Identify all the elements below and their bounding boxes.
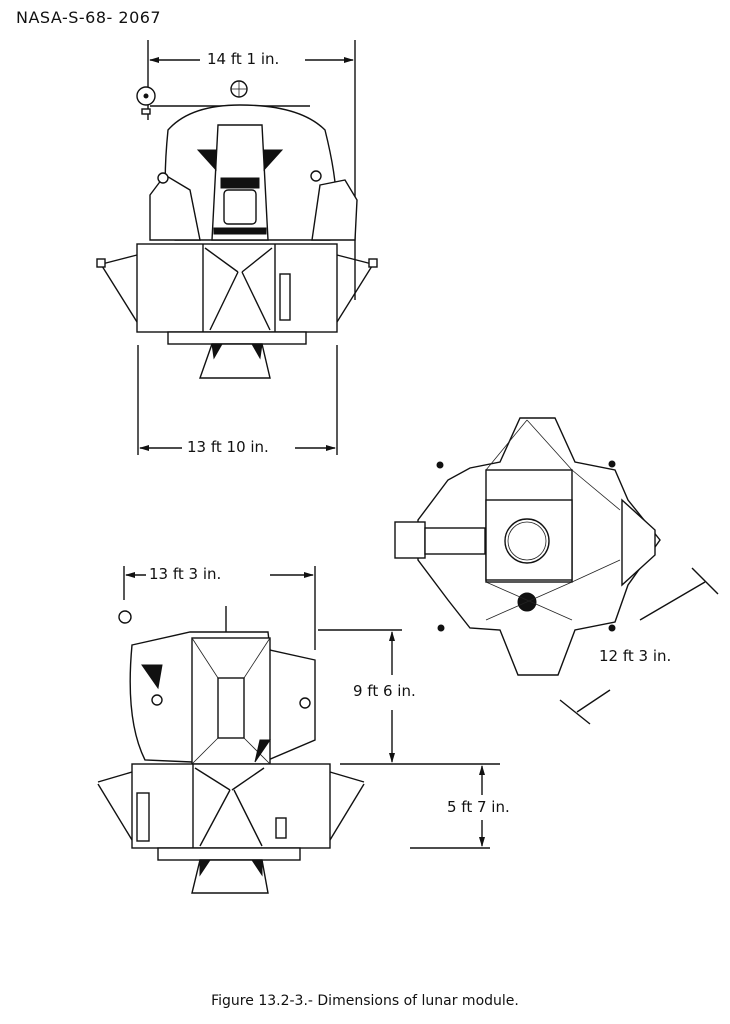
side-view bbox=[97, 566, 500, 894]
dim-descent-height: 5 ft 7 in. bbox=[444, 798, 513, 816]
figure-caption: Figure 13.2-3.- Dimensions of lunar modu… bbox=[211, 993, 519, 1009]
dim-front-bottom-width: 13 ft 10 in. bbox=[184, 438, 272, 456]
document-id: NASA-S-68- 2067 bbox=[16, 8, 162, 27]
dim-front-top-width: 14 ft 1 in. bbox=[204, 50, 283, 68]
front-view bbox=[96, 40, 378, 455]
top-view bbox=[394, 417, 719, 725]
dim-top-diagonal: 12 ft 3 in. bbox=[596, 647, 675, 665]
dim-side-width: 13 ft 3 in. bbox=[146, 565, 225, 583]
dim-ascent-height: 9 ft 6 in. bbox=[350, 682, 419, 700]
